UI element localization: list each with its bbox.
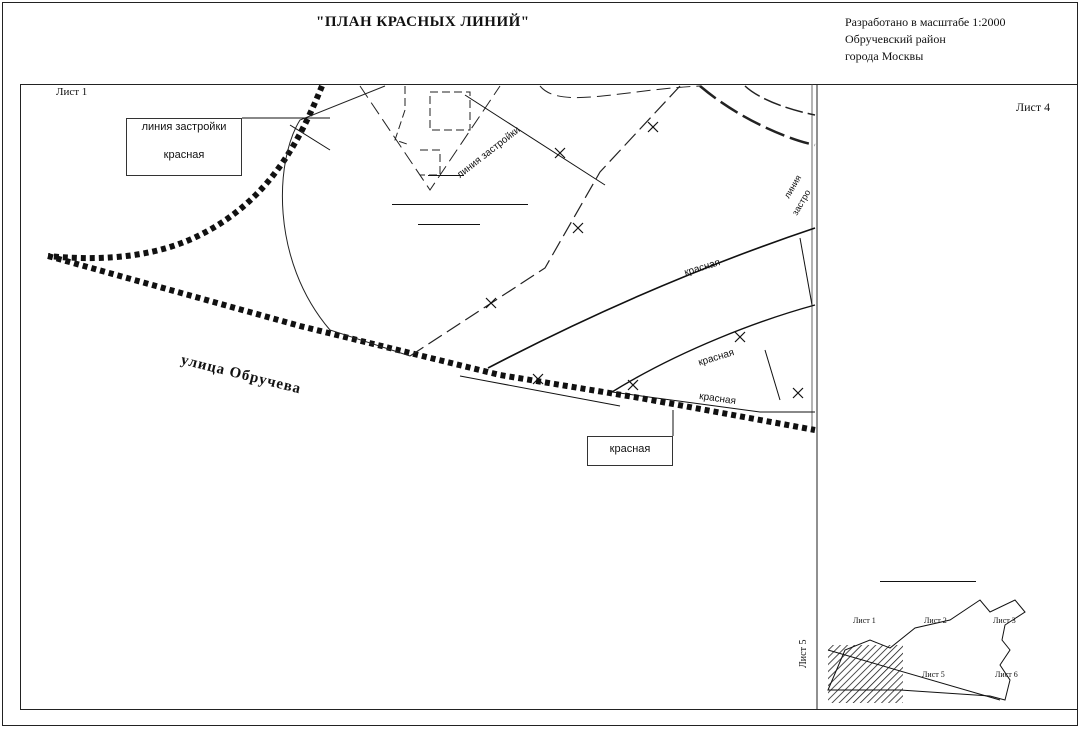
legend-box: линия застройки красная [126, 118, 242, 176]
building-outline-curve [281, 85, 411, 357]
dimension-line [289, 124, 331, 151]
scale-note: Разработано в масштабе 1:2000 [845, 15, 1006, 29]
building-outline [394, 86, 411, 146]
inset-label-2: Лист 2 [924, 616, 947, 625]
red-line-solid-3 [611, 391, 815, 413]
x-mark [532, 373, 544, 385]
dimension-line [799, 237, 813, 306]
legend-red-line: красная [163, 149, 205, 161]
x-marks [485, 121, 804, 399]
building-line-dashed-4 [744, 85, 816, 116]
inset-title-mark [880, 578, 976, 582]
x-mark [485, 297, 497, 309]
district-note: Обручевский район [845, 32, 946, 46]
inset-label-6: Лист 6 [995, 670, 1018, 679]
x-mark [647, 121, 659, 133]
building-line-dashed [409, 85, 681, 357]
x-mark [792, 387, 804, 399]
dimension-line [464, 94, 606, 186]
inset-label-5: Лист 5 [922, 670, 945, 679]
red-line-callout: красная [587, 436, 673, 466]
inset-label-3: Лист 3 [993, 616, 1016, 625]
buildings [394, 86, 471, 176]
x-mark [734, 331, 746, 343]
plan-title: "ПЛАН КРАСНЫХ ЛИНИЙ" [316, 14, 530, 30]
road-curve [699, 85, 816, 147]
building-outline [420, 149, 441, 176]
plan-info: Разработано в масштабе 1:2000 Обручевски… [845, 14, 1006, 65]
building-outline [429, 91, 471, 131]
sheet-label-4: Лист 4 [1016, 100, 1051, 114]
inset-label-1: Лист 1 [853, 616, 876, 625]
city-note: города Москвы [845, 49, 924, 63]
x-mark [572, 222, 584, 234]
dimension-lines [289, 94, 813, 401]
struck-text [418, 224, 480, 225]
red-line-street [47, 253, 816, 433]
red-line-solid-1 [487, 227, 816, 369]
dimension-line [764, 349, 781, 401]
legend-building-line: линия застройки [141, 121, 227, 133]
struck-text [428, 175, 464, 184]
red-line-leader [459, 375, 621, 407]
red-line-solid-2 [611, 304, 816, 393]
building-line-dashed-2 [359, 85, 501, 191]
inset-current-sheet [828, 645, 903, 703]
sheet-label-1: Лист 1 [56, 86, 88, 98]
sheet-label-5: Лист 5 [798, 639, 809, 668]
building-line-dashed-3 [539, 85, 701, 99]
struck-text [392, 204, 528, 205]
x-mark [554, 147, 566, 159]
map-frame [20, 84, 1078, 710]
